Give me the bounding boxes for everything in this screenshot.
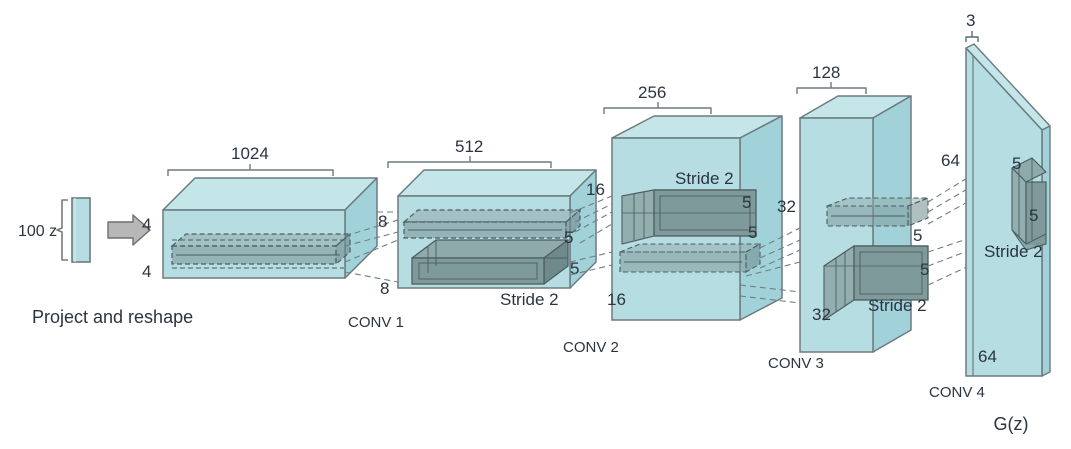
block-projected: 1024 4 4 [142, 144, 378, 281]
block-conv3-channels: 128 [812, 63, 840, 82]
kernel-bottom [1011, 229, 1047, 251]
kernel-lower-inner [418, 262, 538, 280]
connector-conv2-to-conv3 [739, 227, 801, 304]
block-conv4-channels: 3 [966, 11, 975, 30]
block-conv3: 128 32 32 5 5 Stride 2 CONV 3 [768, 63, 929, 372]
block-conv4: 3 64 64 5 5 Stride 2 CONV 4 [929, 11, 1051, 401]
block-conv4-stride: Stride 2 [984, 242, 1043, 261]
projection-arrow-icon [107, 214, 151, 246]
kernel-lower-top [619, 243, 763, 253]
block-conv2-kernel-upper [621, 189, 757, 245]
kernel-upper-side [565, 208, 581, 240]
output-label: G(z) [994, 414, 1029, 434]
block-projected-channels: 1024 [231, 144, 269, 163]
block-projected-channel-bracket [167, 164, 334, 176]
kernel-lower-top [411, 239, 569, 259]
block-conv1-dim-bottom: 8 [380, 279, 389, 298]
block-conv3-stride: Stride 2 [868, 296, 927, 315]
kernel-lower-side [745, 243, 761, 273]
block-projected-top [162, 177, 378, 211]
block-projected-dim-bottom: 4 [142, 262, 151, 281]
block-conv3-channel-bracket [796, 82, 867, 94]
project-reshape-caption: Project and reshape [32, 307, 193, 327]
block-conv2-dim-bottom: 16 [607, 290, 626, 309]
block-conv3-kernel-lower [823, 245, 929, 321]
kernel-lower-inner [859, 251, 923, 295]
kernel-lower-front [853, 245, 929, 301]
kernel-upper-left [621, 189, 655, 245]
block-conv3-dim-top: 32 [777, 197, 796, 216]
kernel-side [335, 232, 351, 266]
block-conv3-kernel-upper [826, 197, 929, 227]
block-conv3-front [799, 117, 874, 353]
latent-bar [71, 197, 91, 263]
block-conv3-dim-bottom: 32 [812, 305, 831, 324]
projection-arrow-group [107, 214, 151, 246]
block-conv1-kernel-w: 5 [564, 228, 573, 247]
block-conv1-channel-bracket [387, 156, 552, 168]
block-projected-kernel [170, 232, 352, 269]
block-conv4-label: CONV 4 [929, 384, 985, 401]
block-conv4-dim-bottom: 64 [978, 347, 997, 366]
block-conv2-label: CONV 2 [563, 339, 619, 356]
block-conv4-kernel-w: 5 [1012, 154, 1021, 173]
block-conv3-kernel-h: 5 [920, 260, 929, 279]
block-conv2-kernel-h: 5 [748, 223, 757, 242]
block-conv1-dim-top: 8 [378, 212, 387, 231]
block-conv1-stride: Stride 2 [500, 290, 559, 309]
block-conv2-stride: Stride 2 [675, 169, 734, 188]
kernel-upper-top [826, 197, 929, 207]
block-conv2-kernel-w: 5 [742, 193, 751, 212]
block-projected-dim-top: 4 [142, 215, 151, 234]
block-conv4-kernel-h: 5 [1029, 206, 1038, 225]
block-conv4-front [965, 47, 1043, 377]
kernel-lower-front [411, 257, 545, 285]
block-conv3-label: CONV 3 [768, 355, 824, 372]
block-conv2-channels: 256 [638, 83, 666, 102]
block-conv4-channel-bracket [965, 31, 979, 42]
block-conv1: 512 8 8 5 5 Stride 2 CONV 1 [348, 137, 597, 331]
latent-label: 100 z [18, 223, 57, 240]
block-conv2-kernel-lower [619, 243, 763, 273]
block-conv3-kernel-w: 5 [913, 226, 922, 245]
block-conv4-dim-top: 64 [941, 151, 960, 170]
connector-conv1-to-conv2 [569, 195, 613, 276]
block-conv1-top [397, 169, 597, 197]
block-conv2-dim-top: 16 [586, 180, 605, 199]
block-conv1-kernel-lower [411, 239, 569, 285]
block-conv1-label: CONV 1 [348, 314, 404, 331]
block-conv1-kernel-upper [402, 208, 582, 240]
block-conv2: 256 16 16 5 5 Stride 2 CONV 2 [563, 83, 783, 356]
kernel-upper-side [907, 197, 929, 227]
latent-vector-group: 100 z [18, 197, 91, 263]
block-conv4-kernel [1011, 157, 1047, 251]
block-conv1-kernel-h: 5 [570, 259, 579, 278]
connector-projected-to-conv1 [344, 211, 399, 283]
block-conv4-side [1041, 125, 1051, 377]
latent-bracket [56, 199, 68, 261]
kernel-upper-top [402, 209, 582, 223]
block-conv2-channel-bracket [603, 102, 712, 114]
block-conv1-channels: 512 [455, 137, 483, 156]
